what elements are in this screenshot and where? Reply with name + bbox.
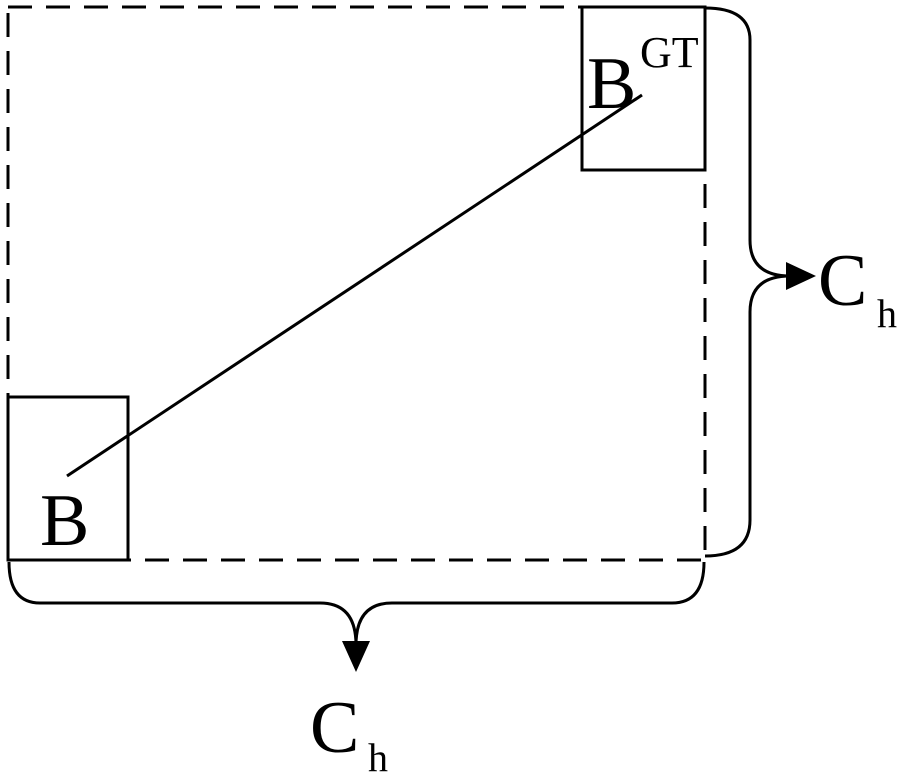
box-gt-label-sup: GT — [640, 28, 699, 77]
bottom-arrowhead — [342, 641, 370, 672]
right-brace-label-sub: h — [877, 291, 897, 336]
right-brace — [704, 6, 791, 558]
box-gt — [580, 5, 707, 172]
box-gt-label-main: B — [587, 43, 636, 125]
bottom-brace — [7, 561, 706, 646]
box-b — [6, 395, 130, 562]
enclosing-box — [6, 5, 707, 562]
bottom-brace-label-sub: h — [368, 735, 388, 776]
box-b-label: B — [40, 480, 89, 562]
right-arrowhead — [786, 262, 816, 290]
right-brace-label-main: C — [818, 240, 867, 322]
bottom-brace-label-main: C — [310, 687, 359, 769]
center-distance-line — [66, 93, 643, 478]
